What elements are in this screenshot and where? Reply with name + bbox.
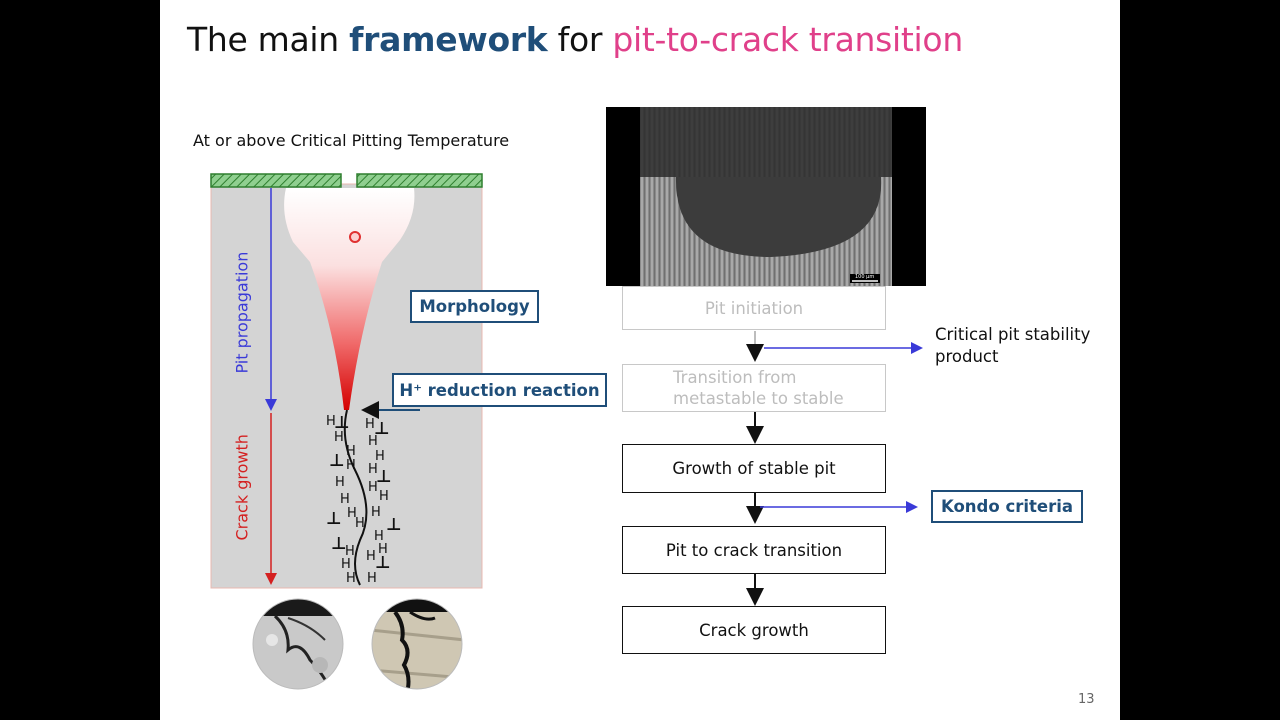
svg-text:⊥: ⊥ [374,419,390,439]
crack-path [343,409,368,586]
svg-text:H: H [366,549,376,564]
svg-text:⊥: ⊥ [326,509,342,529]
crack-growth-label: Crack growth [232,434,252,541]
svg-text:H: H [379,489,389,504]
svg-text:⊥: ⊥ [331,534,347,554]
crack-micrograph-right [372,599,462,689]
svg-text:⊥: ⊥ [386,515,402,535]
pit-origin-dot [349,231,361,243]
title-highlight: framework [349,20,548,59]
svg-text:H: H [345,544,355,559]
svg-text:⊥: ⊥ [376,467,392,487]
flow-step-pit-initiation: Pit initiation [622,286,886,330]
flow-step-pit-to-crack: Pit to crack transition [622,526,886,574]
svg-text:H: H [368,462,378,477]
svg-text:H: H [346,571,356,586]
pit-micrograph: 100 µm [606,107,926,286]
diagram-subtitle: At or above Critical Pitting Temperature [193,131,510,150]
critical-pit-stability-label: Critical pit stability product [935,325,1091,366]
pit-propagation-label: Pit propagation [232,251,252,374]
title-part3: for [547,20,613,59]
mask-right [356,173,483,188]
svg-text:H: H [334,430,344,445]
svg-text:H: H [346,458,356,473]
svg-text:H: H [347,506,357,521]
svg-text:H: H [368,480,378,495]
svg-text:H: H [368,434,378,449]
svg-text:H: H [355,516,365,531]
dislocation-symbols: ⊥ ⊥ ⊥ ⊥ ⊥ ⊥ ⊥ ⊥ [326,413,402,573]
slide: The main framework for pit-to-crack tran… [160,0,1120,720]
h-reduction-tag: H⁺ reduction reaction [392,373,607,407]
svg-text:H: H [378,542,388,557]
morphology-tag: Morphology [410,290,539,323]
svg-text:⊥: ⊥ [375,553,391,573]
svg-text:H: H [375,449,385,464]
svg-text:H: H [346,444,356,459]
hydrogen-atoms: H H H H H H H H H H H H H H H H H H H H … [326,414,389,586]
crack-micrograph-left [253,599,343,689]
svg-text:⊥: ⊥ [334,413,350,433]
title-part1: The main [187,20,350,59]
flow-step-crack-growth: Crack growth [622,606,886,654]
flow-step-stable-pit-growth: Growth of stable pit [622,444,886,493]
page-number: 13 [1078,692,1095,707]
svg-text:H: H [365,417,375,432]
slide-title: The main framework for pit-to-crack tran… [187,20,963,59]
svg-text:H: H [326,414,336,429]
svg-text:H: H [374,529,384,544]
scale-bar-label: 100 µm [855,274,874,280]
mask-left [210,173,342,188]
svg-text:H: H [335,475,345,490]
svg-text:H: H [367,571,377,586]
pit-cavity [284,188,415,410]
svg-text:H: H [340,492,350,507]
title-accent: pit-to-crack transition [612,20,963,59]
svg-text:H: H [341,557,351,572]
flow-step-metastable-transition: Transition from metastable to stable [622,364,886,412]
svg-text:H: H [371,505,381,520]
svg-text:⊥: ⊥ [329,451,345,471]
kondo-criteria-tag: Kondo criteria [931,490,1083,523]
